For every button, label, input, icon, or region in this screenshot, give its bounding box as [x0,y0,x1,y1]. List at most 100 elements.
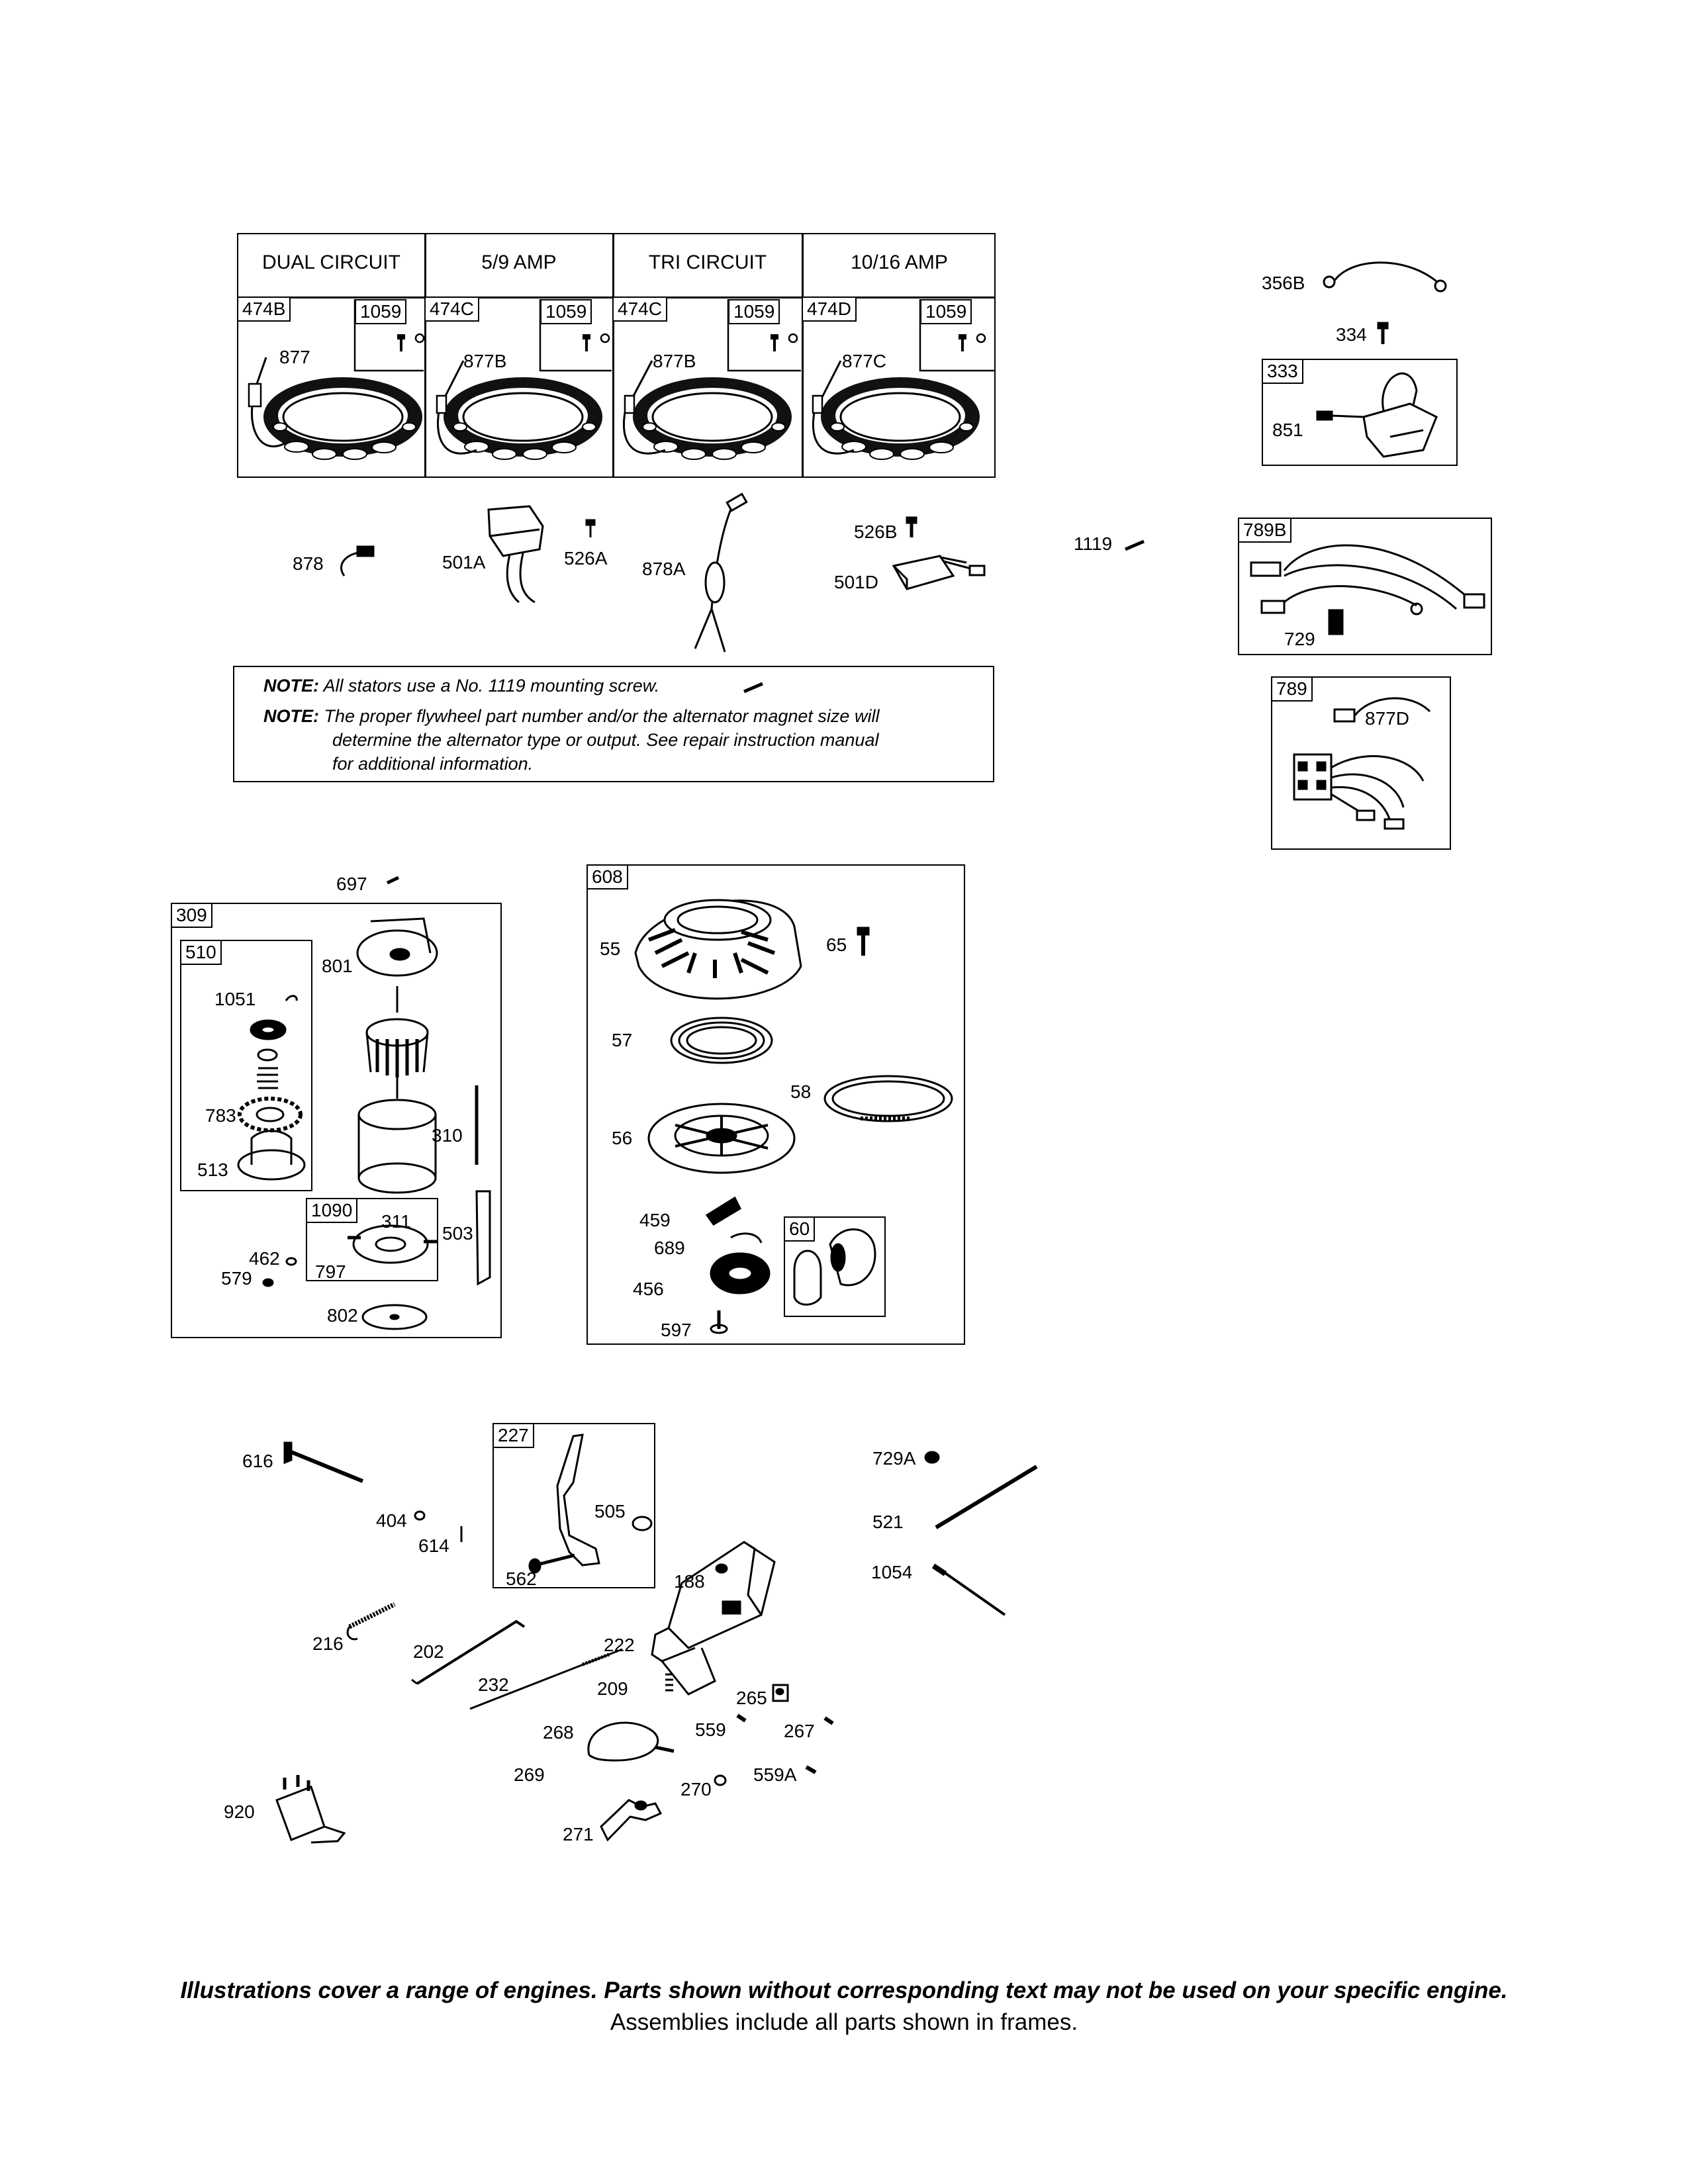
part-label-559: 559 [695,1719,726,1740]
note-2-line-3: for additional information. [332,754,534,774]
part-label-216: 216 [312,1633,344,1654]
stator-col-heading: 10/16 AMP [851,251,948,273]
note-2-line-2: determine the alternator type or output.… [332,730,879,750]
part-label-513: 513 [197,1160,228,1180]
parts-row-art [340,492,1145,694]
lead-label: 877C [842,351,886,371]
footer-disclaimer: Illustrations cover a range of engines. … [180,1978,1508,2003]
part-label-58: 58 [790,1081,812,1102]
part-label-579: 579 [221,1268,252,1289]
right-column-art [1323,261,1447,344]
part-label-311: 311 [381,1211,411,1232]
part-label-689: 689 [654,1238,685,1258]
part-label-729A: 729A [872,1448,916,1469]
frame-tag-789: 789 [1271,676,1313,702]
lead-label: 877B [653,351,696,371]
part-label-697: 697 [336,874,367,894]
screw-part-tag: 1059 [728,299,780,324]
part-label-55: 55 [600,938,621,959]
part-label-521: 521 [872,1512,904,1532]
part-label-334: 334 [1336,324,1367,345]
ignition-coil-art [1316,372,1438,458]
part-label-188: 188 [674,1571,705,1592]
part-label-232: 232 [478,1674,509,1695]
frame-227 [492,1423,655,1588]
stator-col-heading: 5/9 AMP [481,251,557,273]
part-label-1051: 1051 [214,989,256,1009]
stator-part-tag: 474B [237,296,291,322]
starter-motor-art [237,917,491,1330]
note-text: The proper flywheel part number and/or t… [324,706,880,726]
frame-tag-1090: 1090 [306,1198,358,1223]
part-label-268: 268 [543,1722,574,1743]
part-label-356B: 356B [1262,273,1305,293]
part-label-56: 56 [612,1128,633,1148]
part-label-526B: 526B [854,522,898,542]
part-label-270: 270 [680,1779,712,1799]
part-label-501D: 501D [834,572,878,592]
part-label-269: 269 [514,1764,545,1785]
screw-bracket-art [353,299,995,372]
stator-part-tag: 474C [424,296,479,322]
part-label-503: 503 [442,1223,473,1244]
part-label-851: 851 [1272,420,1303,440]
frame-tag-309: 309 [171,903,212,928]
note-2: NOTE: The proper flywheel part number an… [263,705,879,727]
part-label-802: 802 [327,1305,358,1326]
part-label-505: 505 [594,1501,626,1522]
frame-309 [171,903,502,1338]
part-label-462: 462 [249,1248,280,1269]
part-label-559A: 559A [753,1764,797,1785]
screw-697-art [386,876,400,885]
stator-table-divider [612,233,614,478]
part-label-265: 265 [736,1688,767,1708]
wire-harness-789-art [1293,697,1431,830]
lead-label: 877B [463,351,507,371]
frame-tag-608: 608 [586,864,628,889]
note-key: NOTE: [263,706,319,726]
part-label-1054: 1054 [871,1562,913,1582]
part-label-783: 783 [205,1105,236,1126]
stator-col-heading: DUAL CIRCUIT [262,251,400,273]
part-label-878: 878 [293,553,324,574]
part-label-209: 209 [597,1678,628,1699]
part-label-877D: 877D [1365,708,1409,729]
part-label-597: 597 [661,1320,692,1340]
part-label-456: 456 [633,1279,664,1299]
part-label-404: 404 [376,1510,407,1531]
stator-table-divider [424,233,426,478]
frame-60 [784,1216,886,1317]
part-label-310: 310 [432,1125,463,1146]
frame-789B [1238,518,1492,655]
part-label-1119: 1119 [1074,533,1113,554]
lead-label: 877 [279,347,310,367]
part-label-614: 614 [418,1535,449,1556]
part-label-729: 729 [1284,629,1315,649]
frame-tag-227: 227 [492,1423,534,1448]
part-label-271: 271 [563,1824,594,1844]
frame-789 [1271,676,1451,850]
part-label-878A: 878A [642,559,686,579]
note-box [233,666,994,782]
part-label-920: 920 [224,1801,255,1822]
frame-tag-789B: 789B [1238,518,1292,543]
stator-art [248,333,986,461]
stator-part-tag: 474D [802,296,857,322]
part-label-801: 801 [322,956,353,976]
frame-510 [180,940,312,1191]
frame-tag-60: 60 [784,1216,816,1242]
part-label-616: 616 [242,1451,273,1471]
stator-col-heading: TRI CIRCUIT [648,251,767,273]
frame-333 [1262,359,1458,466]
part-label-459: 459 [639,1210,671,1230]
part-label-222: 222 [604,1635,635,1655]
note-1: NOTE: All stators use a No. 1119 mountin… [263,675,659,696]
part-label-65: 65 [826,934,847,955]
frame-608 [586,864,965,1345]
frame-tag-510: 510 [180,940,222,965]
stator-part-tag: 474C [612,296,667,322]
frame-tag-333: 333 [1262,359,1303,384]
part-label-797: 797 [315,1261,346,1282]
frame-1090 [306,1198,438,1281]
part-label-526A: 526A [564,548,608,569]
